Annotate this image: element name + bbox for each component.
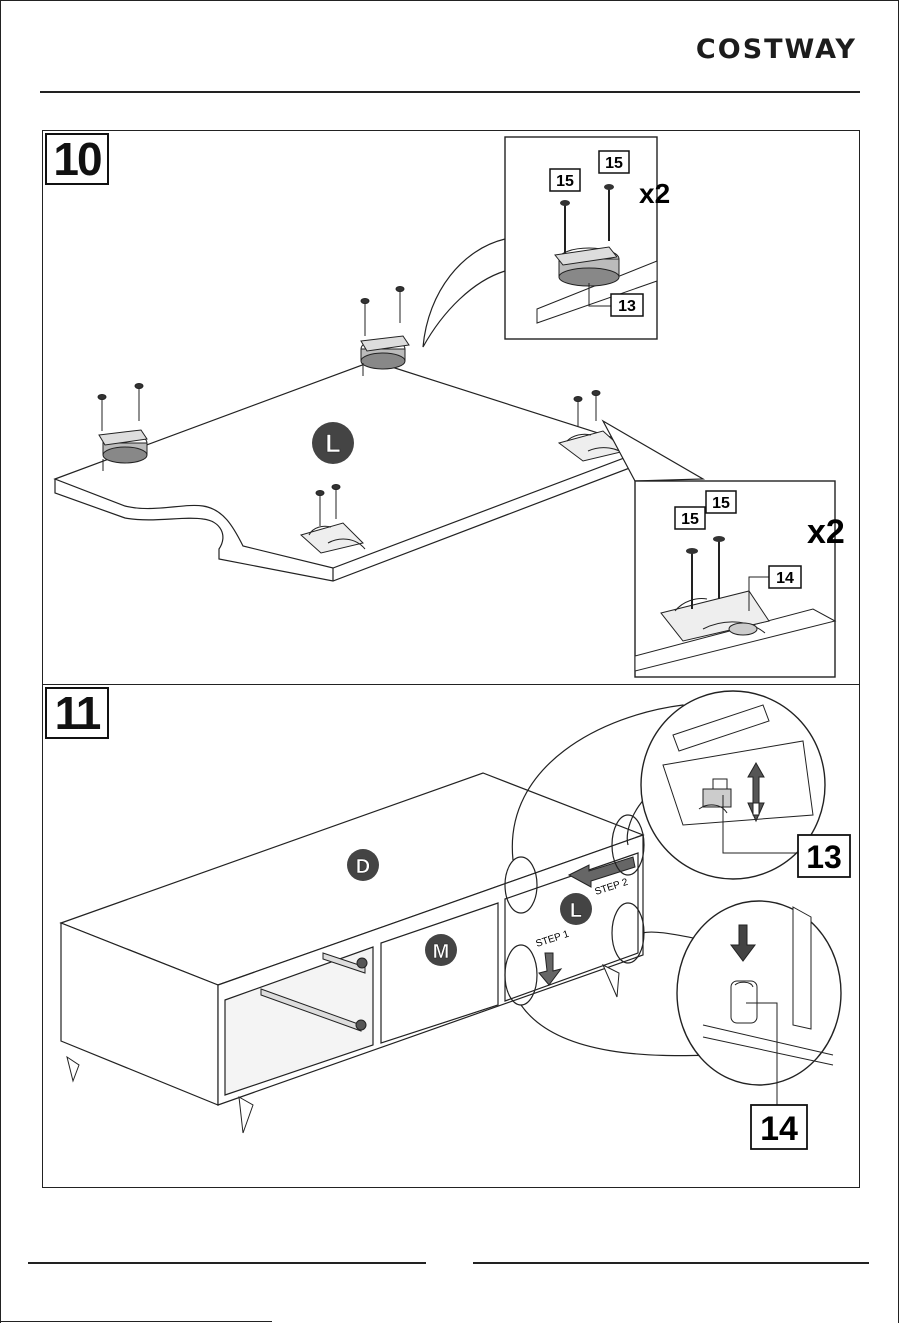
zoom-lower-part-label: 14 [760, 1110, 798, 1148]
callout-top-label-a: 15 [556, 173, 574, 190]
callout-bottom-label-a: 15 [681, 511, 699, 528]
footer-rule-left [28, 1262, 426, 1264]
panel-badge-l-text: L [325, 430, 340, 458]
callout-top-part-label: 13 [618, 298, 636, 315]
callout-top-leader [423, 239, 505, 347]
brand-logo: COSTWAY [696, 34, 857, 65]
step-11-illustration: D M L STEP 2 STEP 1 [43, 685, 859, 1187]
step-10-panel: L [42, 130, 860, 685]
panel-badge-m-text: M [433, 941, 450, 963]
step-11-panel: D M L STEP 2 STEP 1 [42, 684, 860, 1188]
step-10-illustration: L [43, 131, 859, 684]
zoom-lower-circle [677, 901, 841, 1105]
multiplier-bottom: x2 [807, 513, 845, 551]
header-rule [40, 91, 860, 93]
callout-bottom-part-label: 14 [776, 570, 794, 587]
callout-bottom-label-b: 15 [712, 495, 730, 512]
multiplier-top: x2 [639, 178, 670, 209]
panel-badge-l2-text: L [570, 900, 582, 922]
footer-rule-right [473, 1262, 869, 1264]
callout-top-label-b: 15 [605, 155, 623, 172]
bottom-rule [0, 1321, 272, 1322]
step-11-badge: 11 [45, 687, 109, 739]
step-10-badge: 10 [45, 133, 109, 185]
board-panel-l [55, 361, 648, 581]
panel-badge-d-text: D [356, 856, 370, 878]
zoom-upper-part-label: 13 [806, 839, 842, 875]
